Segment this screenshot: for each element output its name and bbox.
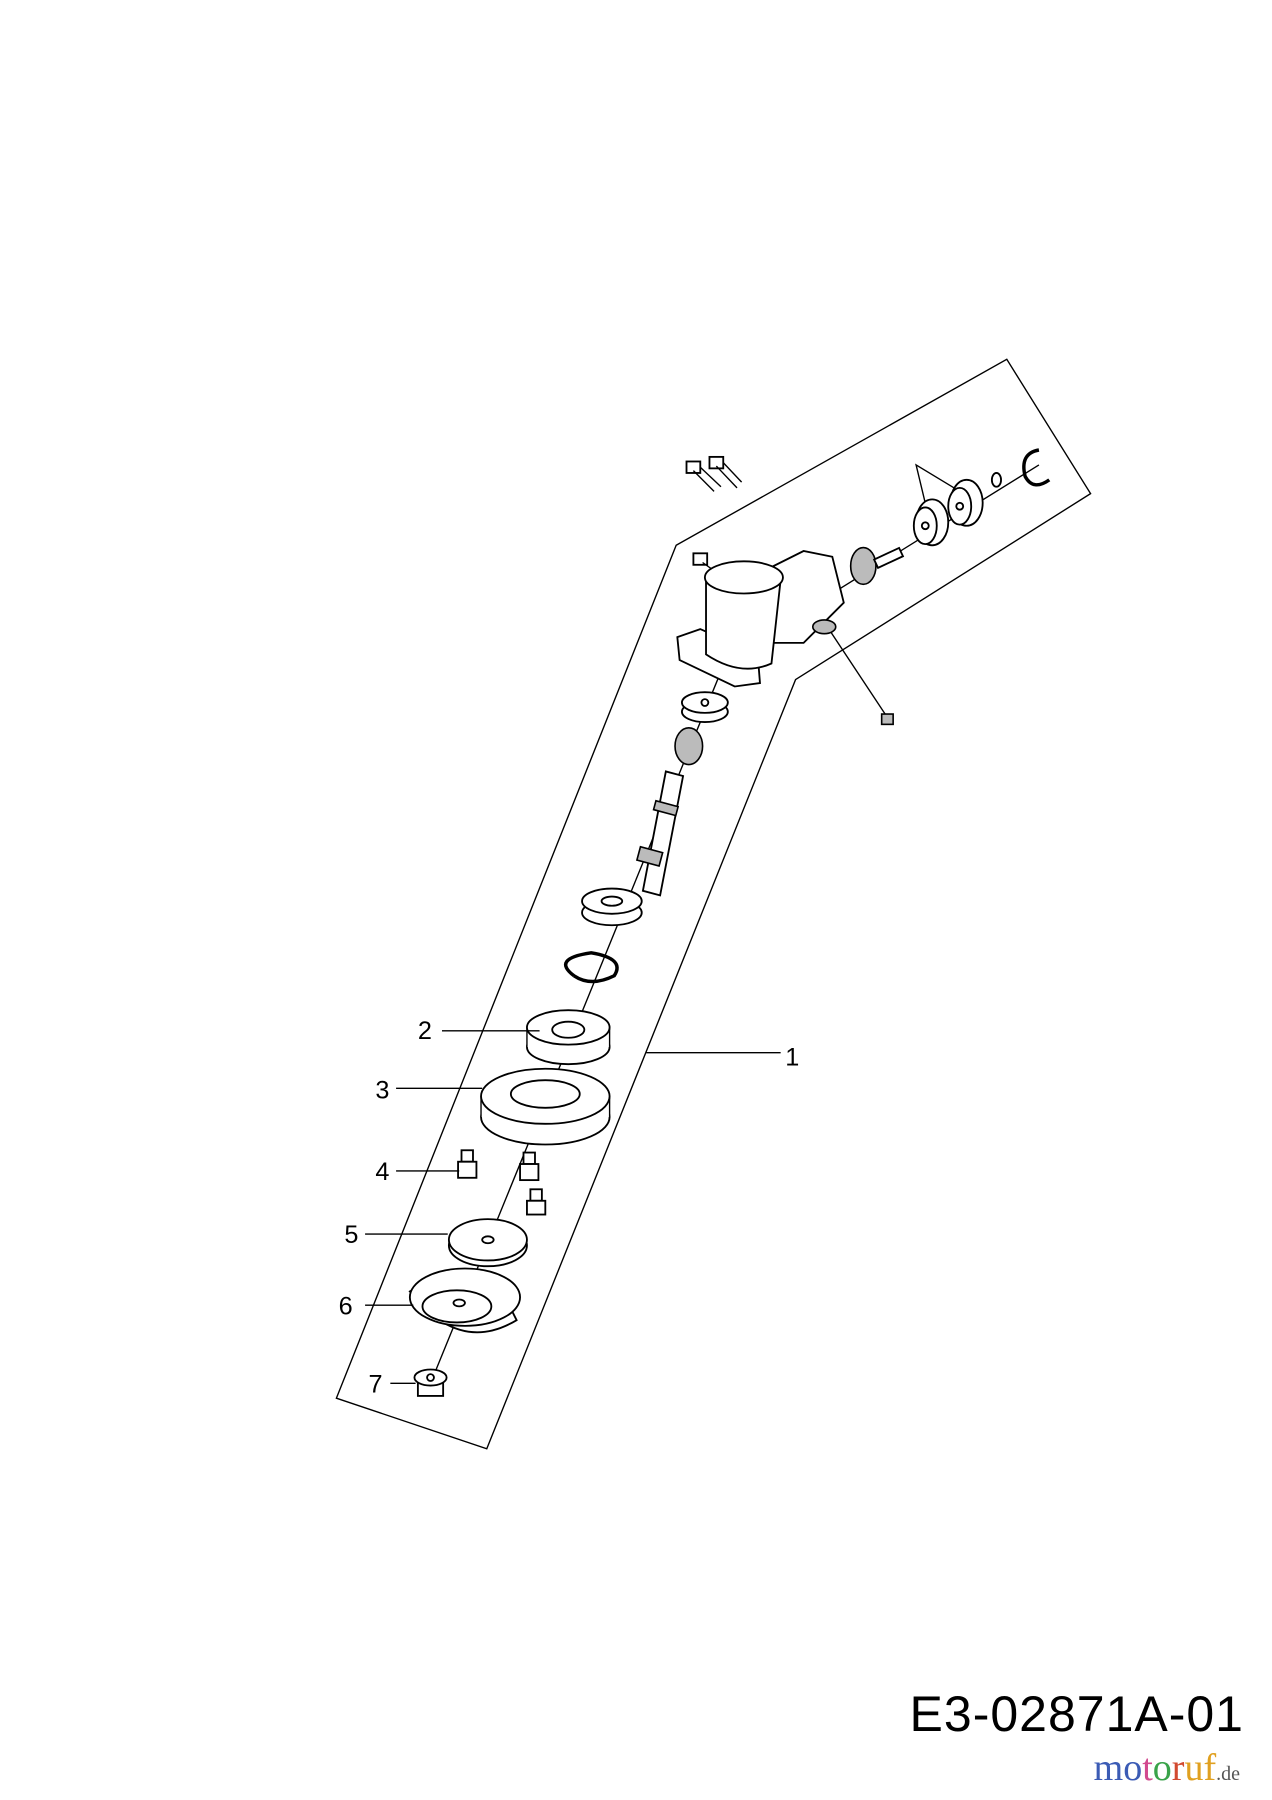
callout-2: 2 [418, 1017, 432, 1045]
nut [880, 713, 894, 726]
part-5-thrust-plate [447, 1218, 528, 1268]
gear-housing [676, 550, 845, 688]
callout-7: 7 [369, 1370, 383, 1398]
bevel-gear [674, 727, 704, 766]
assembly-boundary [335, 358, 1092, 1450]
shaft [872, 546, 905, 570]
callout-5: 5 [344, 1221, 358, 1249]
bolt [685, 460, 722, 492]
part-3-flange [480, 1067, 611, 1146]
screw [519, 1151, 540, 1182]
bearing [681, 691, 729, 723]
callout-3: 3 [375, 1077, 389, 1105]
screw [526, 1188, 547, 1216]
circlip [1022, 448, 1051, 487]
washer [990, 472, 1002, 488]
part-4-screw [457, 1149, 478, 1179]
axis-line [825, 625, 888, 718]
drawing-code: E3-02871A-01 [909, 1686, 1244, 1742]
bevel-gear [849, 546, 877, 586]
watermark-logo: motoruf.de [1093, 1747, 1240, 1789]
part-7-nut [413, 1368, 448, 1397]
callout-4: 4 [375, 1158, 389, 1186]
bearing [581, 887, 643, 927]
bearing [912, 498, 950, 547]
part-6-cup [408, 1267, 521, 1334]
bolt [708, 455, 743, 489]
circlip [563, 951, 619, 984]
drive-shaft [635, 770, 685, 897]
part-2-bearing-holder [526, 1009, 611, 1066]
bearing [947, 478, 984, 527]
callout-1: 1 [785, 1043, 799, 1071]
callout-6: 6 [339, 1292, 353, 1320]
